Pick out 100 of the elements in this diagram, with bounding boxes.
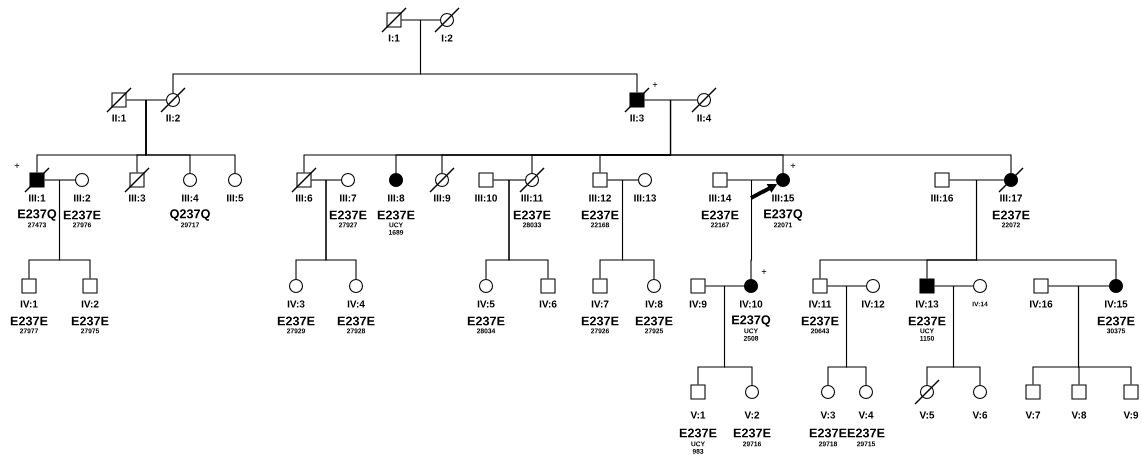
descent-line [1077,285,1132,385]
individual-id: V:1 [690,411,706,419]
genotype-label: Q237Q [170,209,210,221]
individual-id: IV:12 [862,300,885,308]
individual-id: I:1 [388,34,400,42]
individual-id: II:1 [112,114,126,122]
mating-line [607,179,639,181]
descent-line [723,285,753,386]
genotype-label: E237E [467,316,505,326]
descent-line [669,99,1012,174]
individual-id: IV:9 [689,300,707,308]
mating-line [827,285,867,287]
individual-id: IV:5 [477,300,495,308]
individual-id: IV:4 [347,300,365,308]
individual-id: III:5 [227,194,244,202]
genotype-label: E237E [10,316,48,326]
plus-sign: + [14,163,20,168]
individual-id: III:14 [709,194,732,202]
individual-id: IV:15 [1105,300,1128,308]
individual-id: III:10 [475,194,497,202]
genotype-label: E237E [733,428,771,438]
mating-line [311,179,342,181]
descent-line [419,19,638,93]
mating-line [934,285,974,287]
genotype-label: E237E [908,316,946,326]
individual-id: V:4 [858,411,874,419]
individual-id: III:15 [772,194,795,202]
individual-id: V:6 [972,411,988,419]
plus-sign: + [790,163,796,168]
genotype-label: E237E [635,316,673,326]
individual-id: IV:6 [539,300,557,308]
genotype-label: E237E [992,210,1030,220]
genotype-label: E237E [1097,316,1135,326]
descent-line [750,179,753,280]
individual-id: III:17 [1000,194,1022,202]
individual-id: V:3 [820,411,836,419]
mating-line [727,179,777,181]
descent-line [975,179,1117,280]
individual-id: V:5 [919,411,935,419]
genotype-label: E237E [679,428,717,438]
individual-id: II:2 [166,114,180,122]
individual-id: IV:13 [916,300,939,308]
genotype-label: E237E [701,210,739,220]
genotype-label: E237E [581,210,619,220]
descent-line [145,99,236,174]
individual-id: IV:3 [287,300,305,308]
mating-line [493,179,526,181]
individual-id: V:8 [1071,411,1087,419]
genotype-label: E237Q [732,315,771,327]
descent-line [508,179,549,279]
descent-line [325,179,357,280]
individual-id: III:16 [931,194,954,202]
individual-id: IV:1 [20,300,38,308]
individual-id: V:2 [744,411,760,419]
genotype-label: E237E [71,316,109,326]
individual-id: III:6 [296,194,313,202]
individual-id: I:2 [441,34,453,42]
individual-id: III:3 [129,194,146,202]
individual-id: III:1 [29,194,46,202]
individual-id: V:9 [1123,411,1139,419]
genotype-label: E237E [847,428,885,438]
genotype-label: E237E [337,316,375,326]
mating-line [644,99,698,101]
individual-id: III:11 [521,194,543,202]
individual-id: III:13 [634,194,657,202]
genotype-label: E237E [581,316,619,326]
genotype-label: E237E [377,210,415,220]
mating-line [126,99,167,101]
genotype-label: E237E [63,210,101,220]
individual-id: IV:7 [591,300,609,308]
individual-id: II:4 [697,114,712,122]
individual-id: IV:8 [645,300,663,308]
plus-sign: + [652,82,658,87]
descent-line [58,179,91,279]
individual-id: V:7 [1025,411,1041,419]
individual-id: IV:10 [740,300,763,308]
individual-id: III:2 [74,194,91,202]
individual-id: III:12 [589,194,611,202]
individual-id: IV:16 [1030,300,1053,308]
individual-id: III:9 [434,194,451,202]
plus-sign: + [761,269,767,274]
individual-id: III:7 [340,194,357,202]
individual-id: II:3 [630,114,644,122]
mating-line [44,179,76,181]
mating-line [401,19,441,21]
descent-line [621,179,655,280]
genotype-label: E237E [329,210,367,220]
descent-line [845,285,867,386]
mating-line [949,179,1005,181]
mating-line [705,285,745,287]
individual-id: III:8 [388,194,405,202]
genotype-label: E237E [809,428,847,438]
genotype-label: E237Q [764,209,803,221]
individual-id: IV:11 [809,300,832,308]
genotype-label: E237Q [18,209,57,221]
mating-line [1048,285,1110,287]
genotype-label: E237E [801,316,839,326]
descent-line [952,285,981,386]
individual-id: IV:2 [81,300,99,308]
individual-id: III:4 [182,194,199,202]
